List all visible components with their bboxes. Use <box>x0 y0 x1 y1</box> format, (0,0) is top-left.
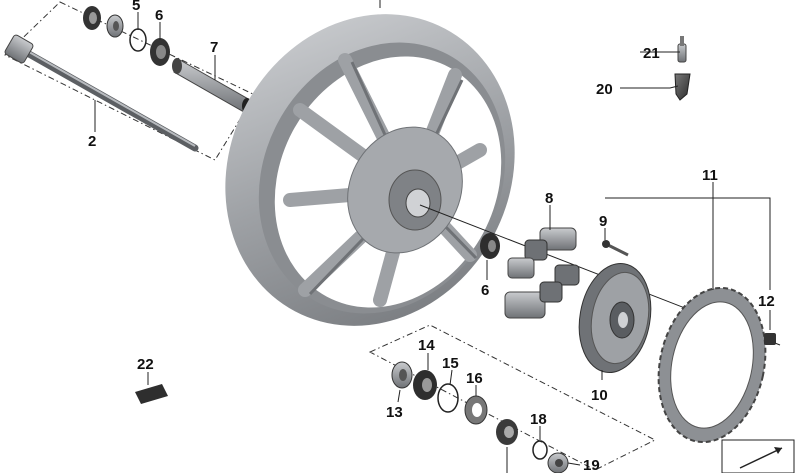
sprocket-part <box>657 286 767 444</box>
spacer-ring-part-top <box>150 38 170 66</box>
callout-15: 15 <box>442 355 459 372</box>
callout-8: 8 <box>545 190 553 207</box>
bolt-part <box>602 240 629 257</box>
callout-14: 14 <box>418 337 435 354</box>
small-washer-part <box>532 440 548 460</box>
view-direction-icon <box>721 439 795 473</box>
damper-rubber-set <box>504 227 580 319</box>
callout-11: 11 <box>702 167 718 184</box>
valve-cap-part <box>674 73 691 101</box>
special-tool-part <box>135 384 168 404</box>
sleeve-part-lower <box>496 419 518 445</box>
callout-2: 2 <box>88 133 96 150</box>
bearing-part-top <box>106 14 124 38</box>
callout-10: 10 <box>591 387 608 404</box>
callout-9: 9 <box>599 213 607 230</box>
bearing-assembly-box <box>368 324 657 471</box>
valve-stem-part <box>677 36 687 63</box>
collar-nut-part <box>547 452 569 473</box>
callout-6-right: 6 <box>481 282 489 299</box>
callout-18: 18 <box>530 411 547 428</box>
nut-part <box>764 333 776 345</box>
seal-ring-part <box>83 6 101 30</box>
axle-part <box>4 34 199 152</box>
callout-16: 16 <box>466 370 483 387</box>
callout-13: 13 <box>386 404 403 421</box>
sprocket-carrier-part <box>578 262 652 374</box>
callout-labels: 5 6 7 2 21 20 11 8 9 6 12 10 22 14 15 16… <box>88 0 775 473</box>
callout-6-top: 6 <box>155 7 163 24</box>
rear-wheel-rim <box>225 14 515 326</box>
bearing-part-lower <box>391 361 413 389</box>
washer-part <box>464 395 488 425</box>
leader-lines <box>94 0 771 473</box>
spacer-sleeve-part <box>172 58 252 114</box>
callout-20: 20 <box>596 81 613 98</box>
callout-5: 5 <box>132 0 140 14</box>
callout-12: 12 <box>758 293 775 310</box>
circlip-part-top <box>129 28 147 52</box>
callout-19: 19 <box>583 457 600 473</box>
callout-7: 7 <box>210 39 218 56</box>
callout-22: 22 <box>137 356 154 373</box>
seal-ring-part-lower <box>413 370 437 400</box>
spacer-ring-part-right <box>480 233 500 259</box>
circlip-part-lower <box>437 383 459 413</box>
axle-assembly-box <box>4 1 256 161</box>
callout-21: 21 <box>643 45 660 62</box>
